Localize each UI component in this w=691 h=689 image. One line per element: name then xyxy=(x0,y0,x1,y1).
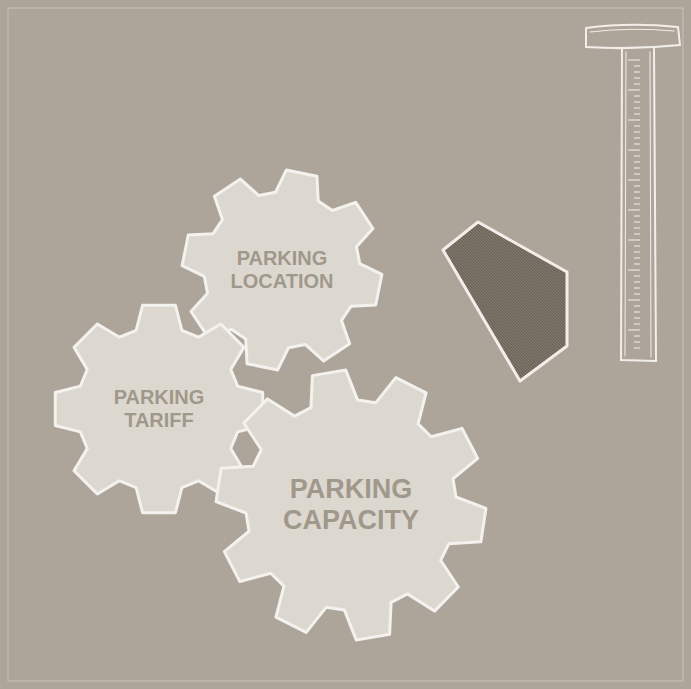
ruler-tick xyxy=(628,240,640,241)
tool-stem-line xyxy=(625,52,626,356)
ruler-tick xyxy=(634,138,640,139)
ruler-tick xyxy=(634,168,640,169)
tool-stem-line xyxy=(650,52,651,357)
gear-label: PARKING TARIFF xyxy=(99,386,219,432)
ruler-tick xyxy=(634,84,640,85)
tool-head-line xyxy=(590,29,674,32)
gear-label: PARKING LOCATION xyxy=(222,247,342,293)
ruler-tick xyxy=(634,174,640,175)
ruler-tick xyxy=(634,186,640,187)
tool-sketch xyxy=(586,25,680,361)
ruler-tick xyxy=(634,222,640,223)
ruler-tick xyxy=(634,108,640,109)
ruler-tick xyxy=(634,342,640,343)
gear-outline xyxy=(216,370,486,640)
ruler-tick xyxy=(634,132,640,133)
ruler-tick xyxy=(634,294,640,295)
ruler-tick xyxy=(634,198,640,199)
ruler-tick xyxy=(634,306,640,307)
ruler-tick xyxy=(634,228,640,229)
tool-head xyxy=(586,25,680,48)
ruler-tick xyxy=(634,282,640,283)
ruler-tick xyxy=(634,246,640,247)
gear-node: PARKING CAPACITY xyxy=(214,368,488,642)
frame-border xyxy=(8,8,683,681)
tool-stem xyxy=(621,48,656,361)
ruler-tick xyxy=(634,288,640,289)
ruler-tick xyxy=(634,312,640,313)
ruler-tick xyxy=(628,150,640,151)
tool-ticks xyxy=(628,60,640,348)
ruler-tick xyxy=(628,330,640,331)
ruler-tick xyxy=(634,102,640,103)
ruler-tick xyxy=(634,72,640,73)
ruler-tick xyxy=(634,78,640,79)
ruler-tick xyxy=(634,234,640,235)
ruler-tick xyxy=(628,90,640,91)
ruler-tick xyxy=(634,96,640,97)
ruler-tick xyxy=(628,300,640,301)
ruler-tick xyxy=(634,276,640,277)
ruler-tick xyxy=(634,252,640,253)
ruler-tick xyxy=(634,204,640,205)
ruler-tick xyxy=(628,180,640,181)
wedge-shape xyxy=(443,222,567,381)
ruler-tick xyxy=(628,120,640,121)
ruler-tick xyxy=(634,144,640,145)
ruler-tick xyxy=(634,156,640,157)
ruler-tick xyxy=(628,270,640,271)
ruler-tick xyxy=(634,192,640,193)
ruler-tick xyxy=(634,318,640,319)
ruler-tick xyxy=(634,348,640,349)
ruler-tick xyxy=(634,162,640,163)
gear-label: PARKING CAPACITY xyxy=(276,474,426,536)
ruler-tick xyxy=(628,60,640,61)
gear-label-box: PARKING CAPACITY xyxy=(214,368,488,642)
ruler-tick xyxy=(634,216,640,217)
ruler-tick xyxy=(628,210,640,211)
ruler-tick xyxy=(634,258,640,259)
ruler-tick xyxy=(634,264,640,265)
ruler-tick xyxy=(634,114,640,115)
ruler-tick xyxy=(634,324,640,325)
ruler-tick xyxy=(634,336,640,337)
ruler-tick xyxy=(634,126,640,127)
ruler-tick xyxy=(634,66,640,67)
